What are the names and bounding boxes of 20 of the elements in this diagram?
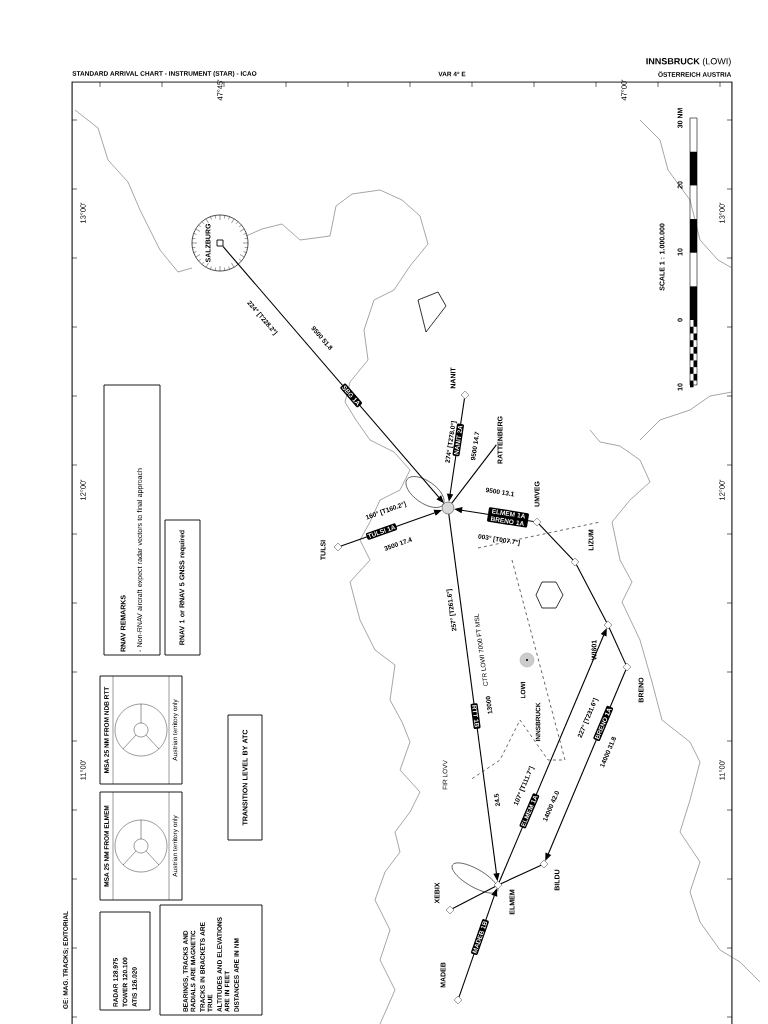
waypoint-symbol — [493, 880, 503, 890]
waypoint-symbol — [460, 390, 470, 400]
header-text: INNSBRUCK (LOWI) — [646, 57, 731, 67]
waypoint-symbol — [445, 905, 455, 915]
leader-line — [608, 627, 627, 665]
leader-line — [575, 564, 608, 623]
leader-line — [451, 444, 497, 504]
waypoint-symbol — [622, 662, 632, 672]
waypoint-symbol — [532, 517, 542, 527]
vor-symbol — [216, 239, 224, 247]
waypoint-symbol — [570, 557, 580, 567]
waypoint-symbol — [453, 995, 463, 1005]
waypoint-symbol — [539, 859, 549, 869]
waypoint-symbol — [333, 542, 343, 552]
leader-line — [500, 864, 542, 885]
waypoint-symbol — [603, 620, 613, 630]
leader-line — [538, 523, 574, 561]
navaid-symbol — [441, 501, 455, 515]
leader-line — [452, 885, 496, 910]
route-arrow — [498, 628, 607, 883]
